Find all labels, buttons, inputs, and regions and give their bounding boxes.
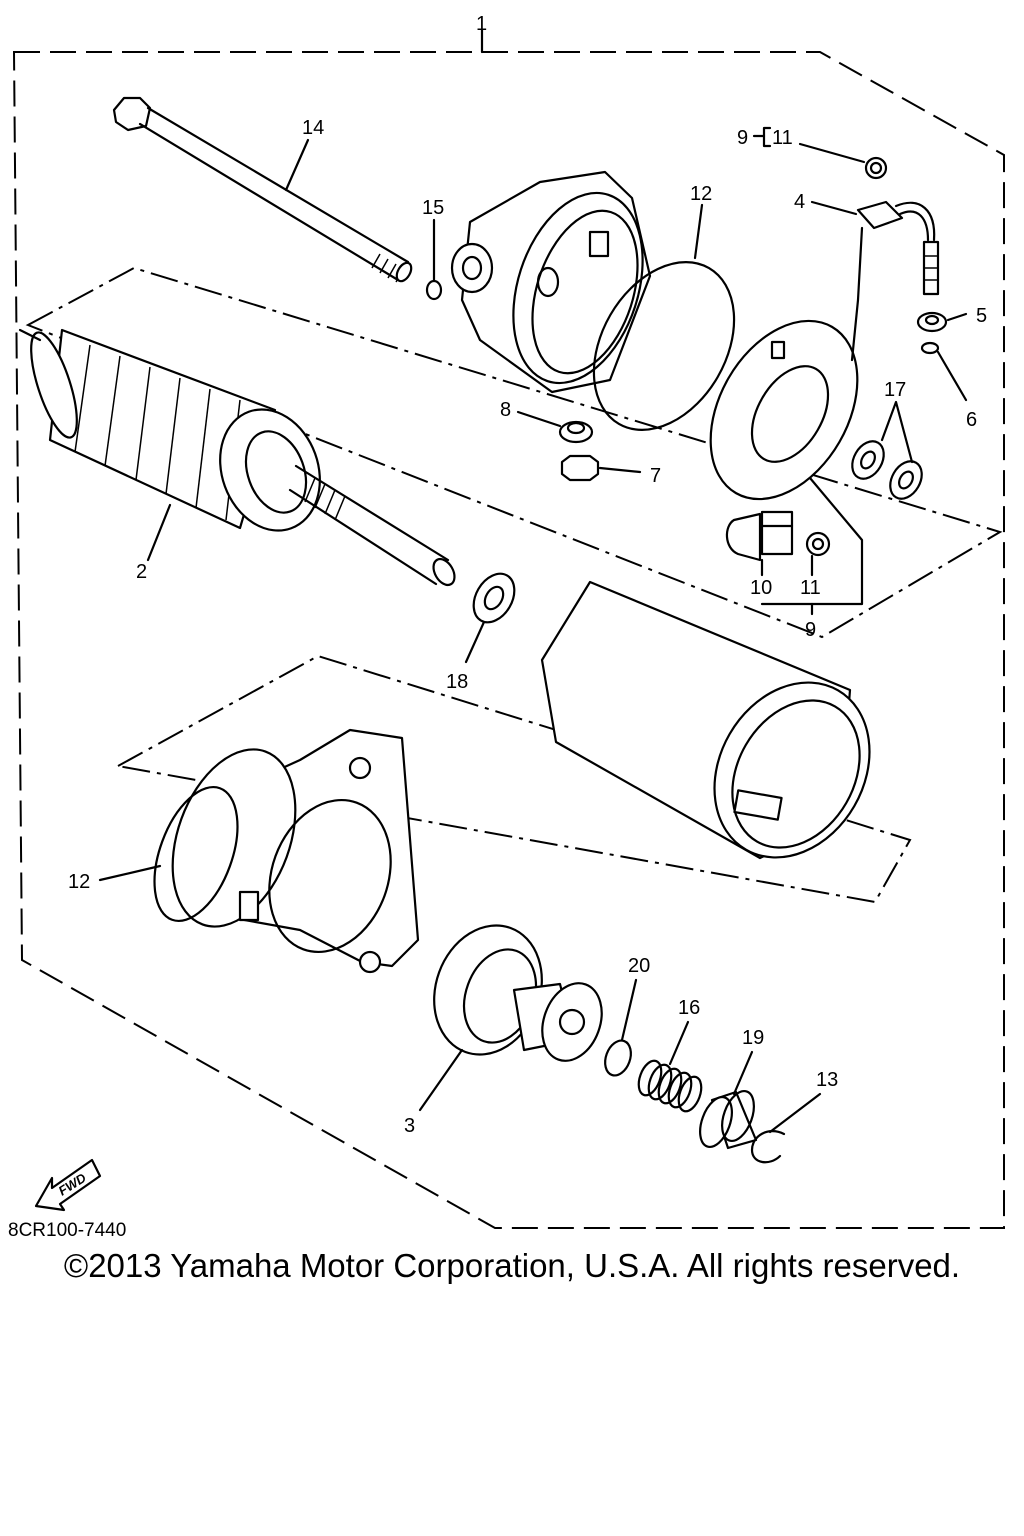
leader-3 (418, 1048, 464, 1112)
part-label-20: 20 (628, 955, 650, 977)
part-label-11-top: 11 (772, 127, 793, 149)
part-label-1: 1 (476, 13, 487, 35)
leader-7 (598, 466, 642, 474)
o-ring-15 (425, 279, 443, 301)
alignment-band-lower (115, 654, 912, 904)
part-label-12-left: 12 (68, 871, 90, 893)
leader-2 (146, 503, 172, 562)
copyright-notice: ©2013 Yamaha Motor Corporation, U.S.A. A… (63, 1247, 961, 1284)
armature (18, 328, 456, 587)
part-label-8: 8 (500, 399, 511, 421)
collar-19 (699, 1090, 758, 1150)
brush-lead-4 (850, 200, 940, 362)
leader-17 (880, 400, 914, 464)
spring-16 (637, 1059, 703, 1113)
part-label-3: 3 (404, 1115, 415, 1137)
washer-18 (472, 572, 516, 624)
leader-12-left (98, 864, 162, 882)
part-label-16: 16 (678, 997, 700, 1019)
diagram-code: 8CR100-7440 (8, 1220, 126, 1241)
leader-5 (946, 312, 968, 322)
part-label-5: 5 (976, 305, 987, 327)
part-label-6: 6 (966, 409, 977, 431)
yoke (540, 580, 871, 860)
fwd-arrow-icon: FWD (34, 1158, 102, 1212)
part-label-19: 19 (742, 1027, 764, 1049)
leader-19 (732, 1050, 754, 1096)
bracket-9-top (762, 126, 772, 148)
rear-cover (450, 170, 652, 394)
part-label-12-top: 12 (690, 183, 712, 205)
front-cover (171, 728, 420, 974)
brush-spring-11-top (864, 156, 888, 180)
o-ring-12-top (592, 261, 736, 431)
starter-clutch-3 (433, 924, 603, 1062)
leader-16 (668, 1020, 690, 1066)
nut-8 (558, 420, 594, 444)
brush-spring-11-bottom (805, 531, 831, 557)
circlip-13 (750, 1130, 786, 1164)
alignment-band-upper (25, 266, 1003, 639)
brush-holder-10 (725, 510, 794, 562)
leader-6 (936, 350, 968, 402)
circlip-20 (604, 1039, 632, 1077)
part-label-17: 17 (884, 379, 906, 401)
brush-plate (709, 319, 859, 501)
assembly-boundary (12, 51, 1005, 1229)
nut-7 (560, 454, 600, 482)
leader-14 (284, 138, 310, 192)
leader-4 (810, 200, 858, 216)
part-label-18: 18 (446, 671, 468, 693)
part-label-11-bottom: 11 (800, 577, 821, 599)
part-label-10: 10 (750, 577, 772, 599)
leader-8 (516, 410, 562, 428)
leader-12-top (693, 203, 704, 260)
part-label-14: 14 (302, 117, 324, 139)
leader-18 (464, 620, 486, 664)
part-label-9-bottom: 9 (805, 619, 816, 641)
part-label-15: 15 (422, 197, 444, 219)
leader-20 (620, 978, 638, 1042)
washers-17 (851, 440, 923, 500)
through-bolt (112, 96, 413, 283)
part-label-2: 2 (136, 561, 147, 583)
part-label-13: 13 (816, 1069, 838, 1091)
leader-13 (768, 1092, 822, 1134)
o-ring-12-left (153, 785, 239, 923)
part-label-4: 4 (794, 191, 805, 213)
grommet-5 (916, 311, 948, 333)
leader-11-top (798, 142, 866, 164)
o-ring-6 (920, 341, 940, 355)
part-label-9-top: 9 (737, 127, 748, 149)
part-label-7: 7 (650, 465, 661, 487)
